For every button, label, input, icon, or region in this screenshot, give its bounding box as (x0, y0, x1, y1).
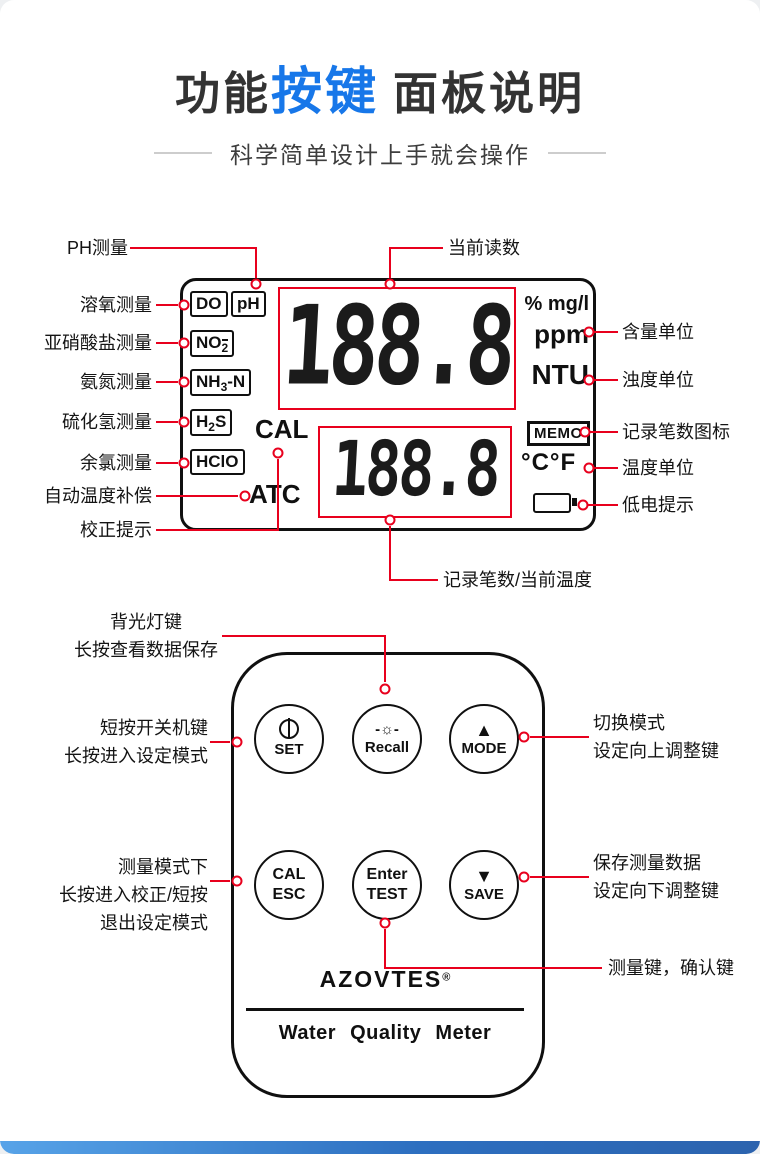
callout-low-battery: 低电提示 (622, 495, 694, 515)
ntu-unit: NTU (531, 359, 589, 390)
page-title: 功能按键面板说明 (0, 50, 760, 124)
callout-backlight-line2: 长按查看数据保存 (74, 640, 218, 660)
mode-button: ▲ MODE (449, 704, 519, 774)
subtitle-text: 科学简单设计上手就会操作 (230, 142, 530, 168)
subtitle-row: 科学简单设计上手就会操作 (0, 136, 760, 170)
lcd-panel: DO pH NO2 NH3-N H2S HClO CAL ATC 188.8 1… (180, 278, 596, 531)
no2-indicator: NO2 (190, 330, 235, 357)
no2-sub: 2 (221, 339, 229, 355)
nh3n-indicator: NH3-N (190, 369, 252, 396)
percent-mgl-unit: % mg/l (524, 293, 589, 315)
main-reading-highlight: 188.8 (278, 287, 516, 410)
callout-backlight-line1: 背光灯键 (110, 612, 182, 632)
backlight-icon: -☼- (375, 721, 399, 738)
callout-set-line2: 长按进入设定模式 (64, 746, 208, 766)
callout-mode-line1: 切换模式 (593, 713, 665, 733)
callout-memo-icon: 记录笔数图标 (622, 422, 730, 442)
subtitle-right-rule (548, 152, 606, 154)
battery-icon (533, 493, 577, 513)
callout-record-temp: 记录笔数/当前温度 (443, 570, 593, 590)
callout-mode-line2: 设定向上调整键 (593, 741, 719, 761)
callout-mode: 切换模式 设定向上调整键 (593, 709, 719, 765)
cal-esc-button-line1: CAL (272, 866, 306, 883)
nh3-sub: 3 (220, 380, 228, 394)
callout-nitrite-measure: 亚硝酸盐测量 (44, 333, 152, 353)
callout-ph-measure: PH测量 (66, 238, 128, 258)
callout-atc: 自动温度补偿 (44, 486, 152, 506)
cal-esc-button: CAL ESC (254, 850, 324, 920)
h2s-suffix: S (214, 412, 227, 431)
callout-temp-units: 温度单位 (622, 458, 694, 478)
cal-indicator: CAL (255, 414, 309, 444)
nh3-base: NH (196, 372, 221, 391)
secondary-reading-highlight: 188.8 (318, 426, 512, 518)
ph-indicator: pH (231, 291, 266, 317)
callout-ammonia-measure: 氨氮测量 (80, 372, 152, 392)
callout-current-reading: 当前读数 (448, 238, 520, 258)
brand-name: AZOVTES (319, 966, 443, 992)
do-indicator: DO (190, 291, 228, 317)
callout-save-line1: 保存测量数据 (593, 853, 701, 873)
secondary-reading: 188.8 (329, 426, 501, 515)
title-part3: 面板说明 (393, 68, 586, 119)
no2-base: NO (196, 333, 222, 352)
h2s-indicator: H2S (190, 409, 233, 436)
callout-content-units: 含量单位 (622, 322, 694, 342)
callout-h2s-measure: 硫化氢测量 (62, 412, 152, 432)
hclo-indicator: HClO (190, 449, 245, 475)
cal-esc-button-line2: ESC (272, 886, 306, 903)
recall-button: -☼- Recall (352, 704, 422, 774)
callout-set-line1: 短按开关机键 (100, 718, 208, 738)
ppm-unit: ppm (534, 319, 589, 349)
save-button-label: SAVE (464, 886, 504, 903)
title-part2-accent: 按键 (270, 63, 379, 120)
callout-save-line2: 设定向下调整键 (593, 881, 719, 901)
recall-button-label: Recall (364, 739, 410, 756)
callout-turbidity-units: 浊度单位 (622, 370, 694, 390)
callout-chlorine-measure: 余氯测量 (80, 453, 152, 473)
h2s-base: H (196, 412, 209, 431)
set-button-label: SET (274, 741, 304, 758)
temp-units-indicator: °C°F (521, 449, 577, 476)
callout-cal-line1: 测量模式下 (118, 857, 208, 877)
title-part1: 功能 (174, 68, 271, 119)
enter-test-button-line2: TEST (366, 886, 408, 903)
device-name: Water Quality Meter (278, 1022, 492, 1044)
subtitle-left-rule (154, 152, 212, 154)
main-reading: 188.8 (279, 287, 515, 410)
bottom-accent-bar (0, 1141, 760, 1154)
callout-do-measure: 溶氧测量 (80, 295, 152, 315)
arrow-up-icon: ▲ (475, 720, 493, 740)
registered-mark: ® (442, 971, 451, 984)
callout-backlight: 背光灯键 长按查看数据保存 (66, 608, 226, 664)
callout-cal-line2: 长按进入校正/短按 (58, 885, 208, 905)
set-button: SET (254, 704, 324, 774)
callout-set: 短按开关机键 长按进入设定模式 (64, 714, 208, 770)
callout-cal-hint: 校正提示 (80, 520, 152, 540)
arrow-down-icon: ▼ (475, 866, 493, 886)
enter-test-button-line1: Enter (366, 866, 408, 883)
save-button: ▼ SAVE (449, 850, 519, 920)
callout-cal-line3: 退出设定模式 (100, 913, 208, 933)
battery-nub (572, 497, 577, 506)
power-icon (279, 718, 299, 739)
atc-indicator: ATC (249, 479, 301, 509)
callout-save: 保存测量数据 设定向下调整键 (593, 849, 719, 905)
callout-test: 测量键，确认键 (608, 958, 734, 978)
mode-button-label: MODE (461, 740, 507, 757)
device-divider (246, 1008, 524, 1011)
enter-test-button: Enter TEST (352, 850, 422, 920)
memo-indicator: MEMO (527, 421, 590, 446)
h2s-sub: 2 (208, 420, 215, 434)
nh3-suffix: -N (227, 372, 246, 391)
brand: AZOVTES® (231, 966, 539, 993)
power-icon-bar (287, 718, 291, 738)
callout-cal-esc: 测量模式下 长按进入校正/短按 退出设定模式 (59, 853, 208, 937)
